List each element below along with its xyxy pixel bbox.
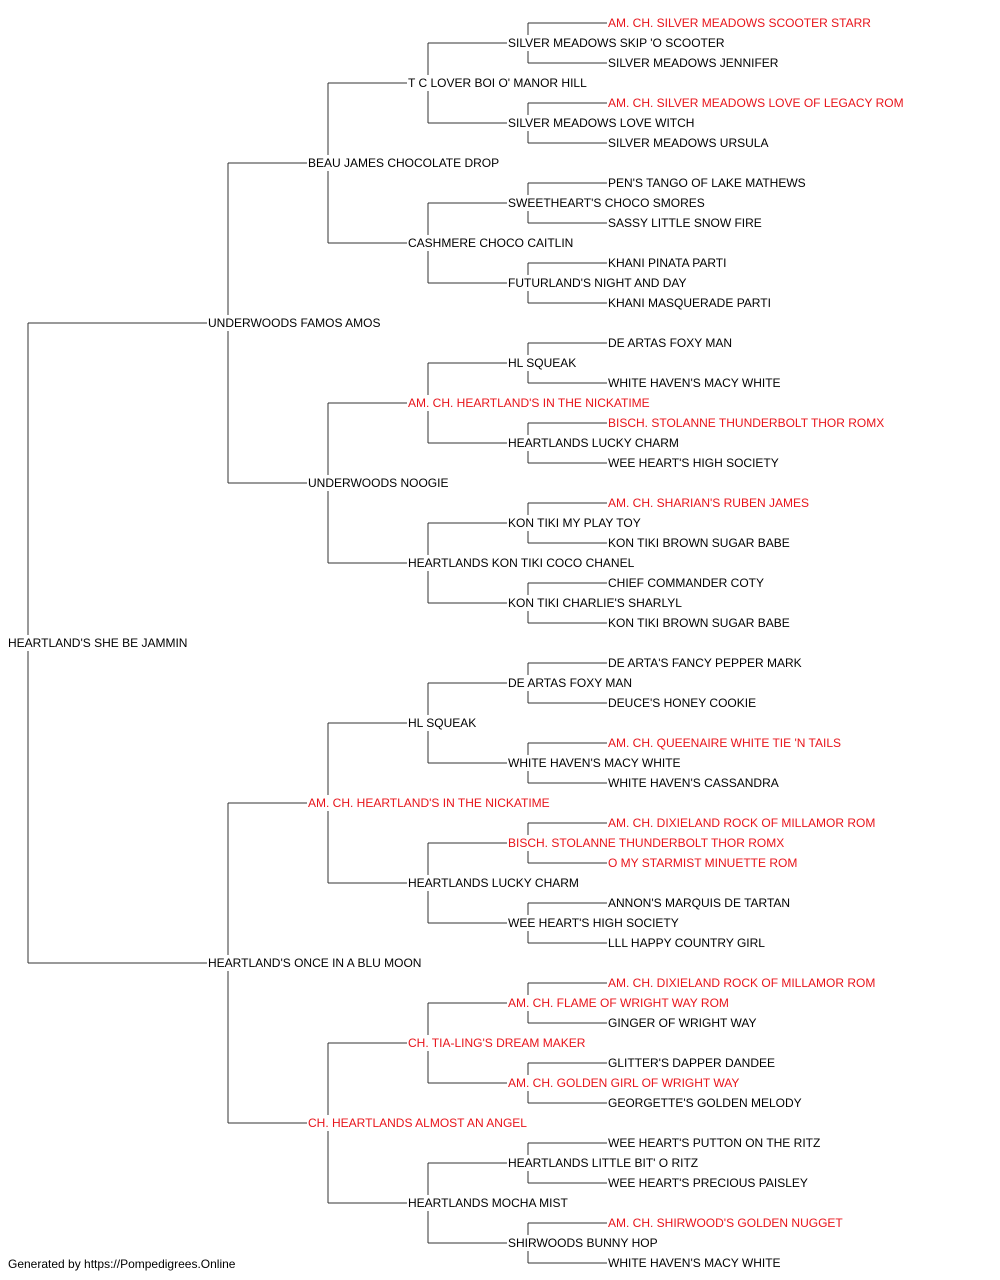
pedigree-name-gen0: HEARTLAND'S SHE BE JAMMIN (8, 636, 187, 650)
pedigree-name-gen5-sire-sire-dam-sire-sire: PEN'S TANGO OF LAKE MATHEWS (608, 176, 806, 190)
pedigree-name-gen5-dam-dam-sire-dam-sire: GLITTER'S DAPPER DANDEE (608, 1056, 775, 1070)
pedigree-name-gen3-sire-dam-sire: AM. CH. HEARTLAND'S IN THE NICKATIME (408, 396, 650, 410)
pedigree-name-gen4-dam-dam-sire-dam: AM. CH. GOLDEN GIRL OF WRIGHT WAY (508, 1076, 739, 1090)
pedigree-name-gen5-dam-dam-dam-sire-dam: WEE HEART'S PRECIOUS PAISLEY (608, 1176, 808, 1190)
pedigree-name-gen4-sire-dam-sire-dam: HEARTLANDS LUCKY CHARM (508, 436, 679, 450)
pedigree-connector-lines (27, 22, 607, 1264)
pedigree-name-gen5-sire-sire-sire-sire-dam: SILVER MEADOWS JENNIFER (608, 56, 779, 70)
pedigree-name-gen4-sire-sire-sire-sire: SILVER MEADOWS SKIP 'O SCOOTER (508, 36, 725, 50)
pedigree-name-gen5-dam-sire-dam-dam-dam: LLL HAPPY COUNTRY GIRL (608, 936, 765, 950)
pedigree-name-gen5-dam-dam-sire-dam-dam: GEORGETTE'S GOLDEN MELODY (608, 1096, 802, 1110)
pedigree-name-gen5-dam-sire-sire-sire-dam: DEUCE'S HONEY COOKIE (608, 696, 756, 710)
pedigree-name-gen5-dam-dam-dam-sire-sire: WEE HEART'S PUTTON ON THE RITZ (608, 1136, 820, 1150)
pedigree-name-gen4-sire-sire-dam-sire: SWEETHEART'S CHOCO SMORES (508, 196, 705, 210)
pedigree-name-gen5-sire-dam-dam-sire-dam: KON TIKI BROWN SUGAR BABE (608, 536, 790, 550)
pedigree-name-gen5-dam-sire-sire-sire-sire: DE ARTA'S FANCY PEPPER MARK (608, 656, 802, 670)
pedigree-name-gen5-sire-sire-sire-sire-sire: AM. CH. SILVER MEADOWS SCOOTER STARR (608, 16, 871, 30)
pedigree-name-gen5-dam-dam-dam-dam-sire: AM. CH. SHIRWOOD'S GOLDEN NUGGET (608, 1216, 843, 1230)
pedigree-name-gen5-dam-dam-dam-dam-dam: WHITE HAVEN'S MACY WHITE (608, 1256, 781, 1270)
pedigree-name-gen4-dam-dam-sire-sire: AM. CH. FLAME OF WRIGHT WAY ROM (508, 996, 729, 1010)
pedigree-name-gen5-sire-dam-sire-dam-dam: WEE HEART'S HIGH SOCIETY (608, 456, 779, 470)
pedigree-name-gen3-dam-dam-dam: HEARTLANDS MOCHA MIST (408, 1196, 568, 1210)
pedigree-name-gen5-dam-sire-sire-dam-sire: AM. CH. QUEENAIRE WHITE TIE 'N TAILS (608, 736, 841, 750)
pedigree-name-gen5-dam-dam-sire-sire-dam: GINGER OF WRIGHT WAY (608, 1016, 756, 1030)
pedigree-name-gen3-sire-sire-sire: T C LOVER BOI O' MANOR HILL (408, 76, 587, 90)
pedigree-name-gen4-dam-sire-dam-sire: BISCH. STOLANNE THUNDERBOLT THOR ROMX (508, 836, 784, 850)
pedigree-name-gen4-dam-sire-sire-sire: DE ARTAS FOXY MAN (508, 676, 632, 690)
pedigree-name-gen4-dam-sire-sire-dam: WHITE HAVEN'S MACY WHITE (508, 756, 681, 770)
pedigree-name-gen5-dam-sire-sire-dam-dam: WHITE HAVEN'S CASSANDRA (608, 776, 779, 790)
pedigree-name-gen3-dam-dam-sire: CH. TIA-LING'S DREAM MAKER (408, 1036, 586, 1050)
pedigree-name-gen3-dam-sire-sire: HL SQUEAK (408, 716, 476, 730)
pedigree-name-gen4-sire-dam-sire-sire: HL SQUEAK (508, 356, 576, 370)
pedigree-name-gen5-sire-dam-sire-sire-sire: DE ARTAS FOXY MAN (608, 336, 732, 350)
pedigree-name-gen4-sire-sire-dam-dam: FUTURLAND'S NIGHT AND DAY (508, 276, 687, 290)
pedigree-name-gen4-sire-dam-dam-sire: KON TIKI MY PLAY TOY (508, 516, 641, 530)
pedigree-name-gen5-dam-dam-sire-sire-sire: AM. CH. DIXIELAND ROCK OF MILLAMOR ROM (608, 976, 875, 990)
pedigree-name-gen5-dam-sire-dam-sire-dam: O MY STARMIST MINUETTE ROM (608, 856, 797, 870)
pedigree-name-gen5-sire-sire-dam-dam-sire: KHANI PINATA PARTI (608, 256, 726, 270)
pedigree-name-gen5-sire-dam-sire-dam-sire: BISCH. STOLANNE THUNDERBOLT THOR ROMX (608, 416, 884, 430)
pedigree-name-gen2-dam-sire: AM. CH. HEARTLAND'S IN THE NICKATIME (308, 796, 550, 810)
pedigree-name-gen4-dam-sire-dam-dam: WEE HEART'S HIGH SOCIETY (508, 916, 679, 930)
pedigree-name-gen5-sire-sire-sire-dam-dam: SILVER MEADOWS URSULA (608, 136, 768, 150)
pedigree-name-gen2-sire-sire: BEAU JAMES CHOCOLATE DROP (308, 156, 499, 170)
pedigree-name-gen4-dam-dam-dam-dam: SHIRWOODS BUNNY HOP (508, 1236, 658, 1250)
pedigree-name-gen5-sire-sire-sire-dam-sire: AM. CH. SILVER MEADOWS LOVE OF LEGACY RO… (608, 96, 904, 110)
pedigree-name-gen1-dam: HEARTLAND'S ONCE IN A BLU MOON (208, 956, 421, 970)
footer-credit: Generated by https://Pompedigrees.Online (8, 1257, 236, 1271)
pedigree-name-gen5-sire-dam-sire-sire-dam: WHITE HAVEN'S MACY WHITE (608, 376, 781, 390)
pedigree-name-gen4-dam-dam-dam-sire: HEARTLANDS LITTLE BIT' O RITZ (508, 1156, 698, 1170)
pedigree-name-gen5-sire-sire-dam-dam-dam: KHANI MASQUERADE PARTI (608, 296, 771, 310)
pedigree-name-gen4-sire-sire-sire-dam: SILVER MEADOWS LOVE WITCH (508, 116, 694, 130)
pedigree-name-gen5-sire-dam-dam-dam-dam: KON TIKI BROWN SUGAR BABE (608, 616, 790, 630)
pedigree-name-gen2-sire-dam: UNDERWOODS NOOGIE (308, 476, 448, 490)
pedigree-name-gen5-dam-sire-dam-dam-sire: ANNON'S MARQUIS DE TARTAN (608, 896, 790, 910)
pedigree-name-gen4-sire-dam-dam-dam: KON TIKI CHARLIE'S SHARLYL (508, 596, 682, 610)
pedigree-name-gen5-sire-sire-dam-sire-dam: SASSY LITTLE SNOW FIRE (608, 216, 762, 230)
pedigree-name-gen5-sire-dam-dam-sire-sire: AM. CH. SHARIAN'S RUBEN JAMES (608, 496, 809, 510)
pedigree-name-gen3-sire-sire-dam: CASHMERE CHOCO CAITLIN (408, 236, 573, 250)
pedigree-name-gen5-dam-sire-dam-sire-sire: AM. CH. DIXIELAND ROCK OF MILLAMOR ROM (608, 816, 875, 830)
pedigree-name-gen3-sire-dam-dam: HEARTLANDS KON TIKI COCO CHANEL (408, 556, 635, 570)
pedigree-name-gen5-sire-dam-dam-dam-sire: CHIEF COMMANDER COTY (608, 576, 764, 590)
pedigree-name-gen2-dam-dam: CH. HEARTLANDS ALMOST AN ANGEL (308, 1116, 527, 1130)
pedigree-name-gen1-sire: UNDERWOODS FAMOS AMOS (208, 316, 380, 330)
pedigree-name-gen3-dam-sire-dam: HEARTLANDS LUCKY CHARM (408, 876, 579, 890)
pedigree-name-labels: HEARTLAND'S SHE BE JAMMIN UNDERWOODS FAMO… (8, 16, 904, 1270)
